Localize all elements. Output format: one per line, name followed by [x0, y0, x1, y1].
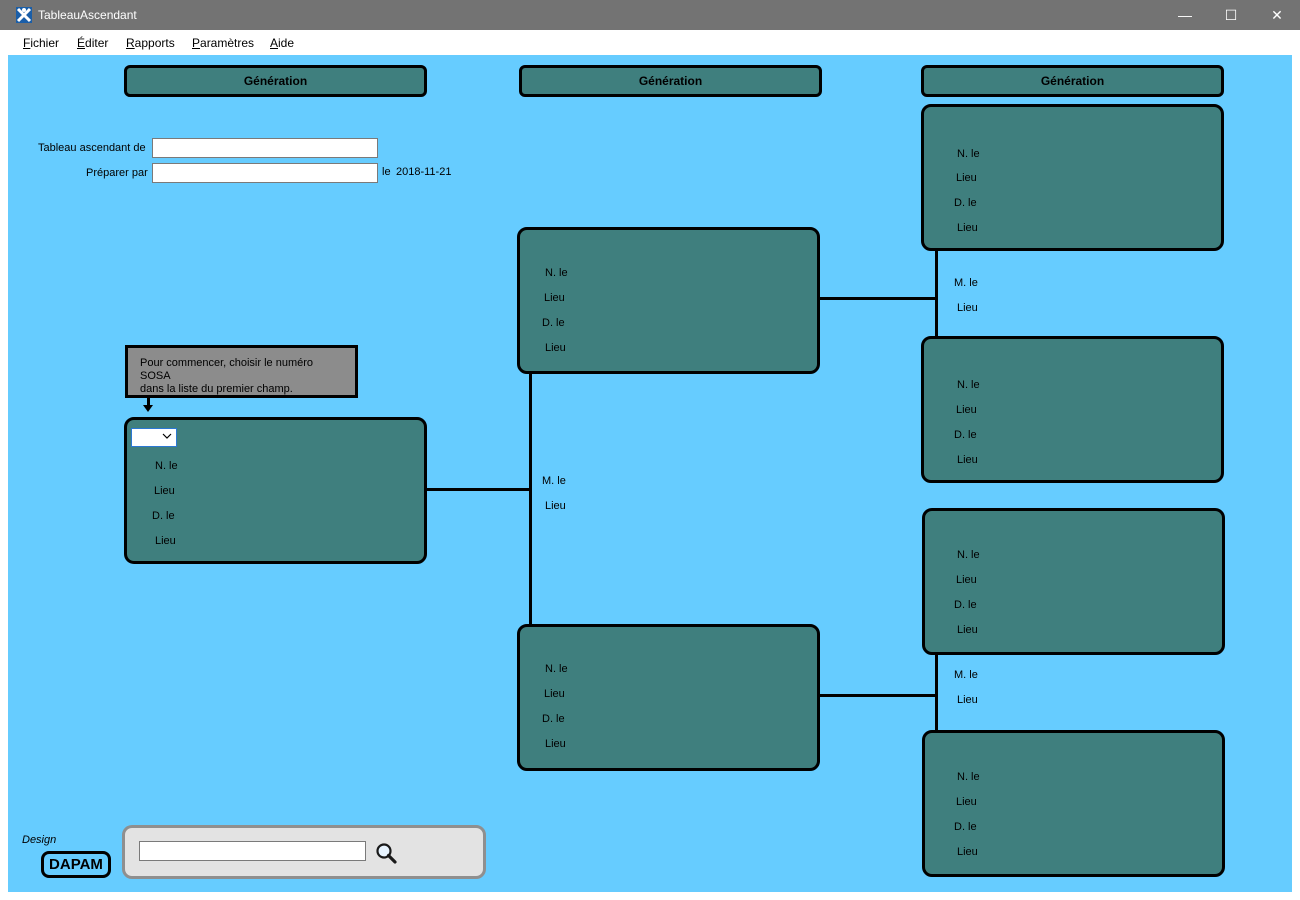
- menu-bar: Fichier Éditer Rapports Paramètres Aide: [8, 30, 1292, 55]
- connector-line: [819, 694, 937, 697]
- place-label: Lieu: [957, 454, 978, 466]
- ascendant-label: Tableau ascendant de: [38, 142, 146, 154]
- marriage-date-label: M. le: [954, 669, 978, 681]
- hint-line-1: Pour commencer, choisir le numéro SOSA: [140, 357, 314, 382]
- menu-editer[interactable]: Éditer: [77, 36, 109, 50]
- place-label: Lieu: [956, 172, 977, 184]
- death-label: D. le: [954, 197, 977, 209]
- death-label: D. le: [542, 317, 565, 329]
- generation-header-3: Génération: [921, 65, 1224, 97]
- connector-line: [935, 249, 938, 339]
- person-box-4[interactable]: N. le Lieu D. le Lieu: [921, 104, 1224, 251]
- place-label: Lieu: [957, 624, 978, 636]
- sosa-number-select[interactable]: [131, 428, 177, 447]
- window-title: TableauAscendant: [38, 8, 137, 22]
- maximize-button[interactable]: ☐: [1224, 6, 1238, 23]
- death-label: D. le: [152, 510, 175, 522]
- place-label: Lieu: [155, 535, 176, 547]
- hint-line-2: dans la liste du premier champ.: [140, 383, 293, 395]
- start-hint-tooltip: Pour commencer, choisir le numéro SOSA d…: [125, 345, 358, 398]
- person-box-7[interactable]: N. le Lieu D. le Lieu: [922, 730, 1225, 877]
- place-label: Lieu: [957, 222, 978, 234]
- marriage-date-label: M. le: [542, 475, 566, 487]
- date-prefix: le: [382, 166, 391, 178]
- birth-label: N. le: [957, 148, 980, 160]
- hint-arrow-head: [143, 405, 153, 412]
- marriage-place-label: Lieu: [957, 694, 978, 706]
- person-box-5[interactable]: N. le Lieu D. le Lieu: [921, 336, 1224, 483]
- close-button[interactable]: ✕: [1271, 6, 1283, 23]
- hint-arrow: [147, 398, 150, 406]
- chevron-down-icon: [162, 433, 172, 439]
- menu-parametres[interactable]: Paramètres: [192, 36, 255, 50]
- connector-line: [935, 654, 938, 732]
- place-label: Lieu: [544, 292, 565, 304]
- marriage-place-label: Lieu: [957, 302, 978, 314]
- menu-aide[interactable]: Aide: [270, 36, 295, 50]
- generation-header-2: Génération: [519, 65, 822, 97]
- marriage-date-label: M. le: [954, 277, 978, 289]
- place-label: Lieu: [544, 688, 565, 700]
- person-box-3[interactable]: N. le Lieu D. le Lieu: [517, 624, 820, 771]
- place-label: Lieu: [956, 796, 977, 808]
- search-panel: [122, 825, 486, 879]
- search-input[interactable]: [139, 841, 366, 861]
- connector-line: [427, 488, 531, 491]
- connector-line: [529, 372, 532, 627]
- app-logo-icon: [16, 7, 32, 23]
- minimize-button[interactable]: —: [1178, 7, 1192, 23]
- person-box-2[interactable]: N. le Lieu D. le Lieu: [517, 227, 820, 374]
- death-label: D. le: [954, 429, 977, 441]
- ascendant-input[interactable]: [152, 138, 378, 158]
- birth-label: N. le: [545, 663, 568, 675]
- marriage-place-label: Lieu: [545, 500, 566, 512]
- dapam-logo: DAPAM: [41, 851, 111, 878]
- magnifier-icon[interactable]: [375, 842, 399, 866]
- birth-label: N. le: [545, 267, 568, 279]
- birth-label: N. le: [957, 771, 980, 783]
- death-label: D. le: [954, 821, 977, 833]
- birth-label: N. le: [957, 549, 980, 561]
- place-label: Lieu: [956, 574, 977, 586]
- place-label: Lieu: [154, 485, 175, 497]
- death-label: D. le: [542, 713, 565, 725]
- death-label: D. le: [954, 599, 977, 611]
- birth-label: N. le: [957, 379, 980, 391]
- title-bar: TableauAscendant — ☐ ✕: [0, 0, 1300, 30]
- place-label: Lieu: [545, 342, 566, 354]
- design-label: Design: [22, 834, 57, 846]
- prepared-date: 2018-11-21: [396, 166, 452, 178]
- menu-rapports[interactable]: Rapports: [126, 36, 175, 50]
- place-label: Lieu: [545, 738, 566, 750]
- generation-header-1: Génération: [124, 65, 427, 97]
- place-label: Lieu: [957, 846, 978, 858]
- person-box-6[interactable]: N. le Lieu D. le Lieu: [922, 508, 1225, 655]
- prepared-label: Préparer par: [86, 167, 148, 179]
- birth-label: N. le: [155, 460, 178, 472]
- menu-fichier[interactable]: Fichier: [23, 36, 60, 50]
- prepared-input[interactable]: [152, 163, 378, 183]
- place-label: Lieu: [956, 404, 977, 416]
- connector-line: [819, 297, 937, 300]
